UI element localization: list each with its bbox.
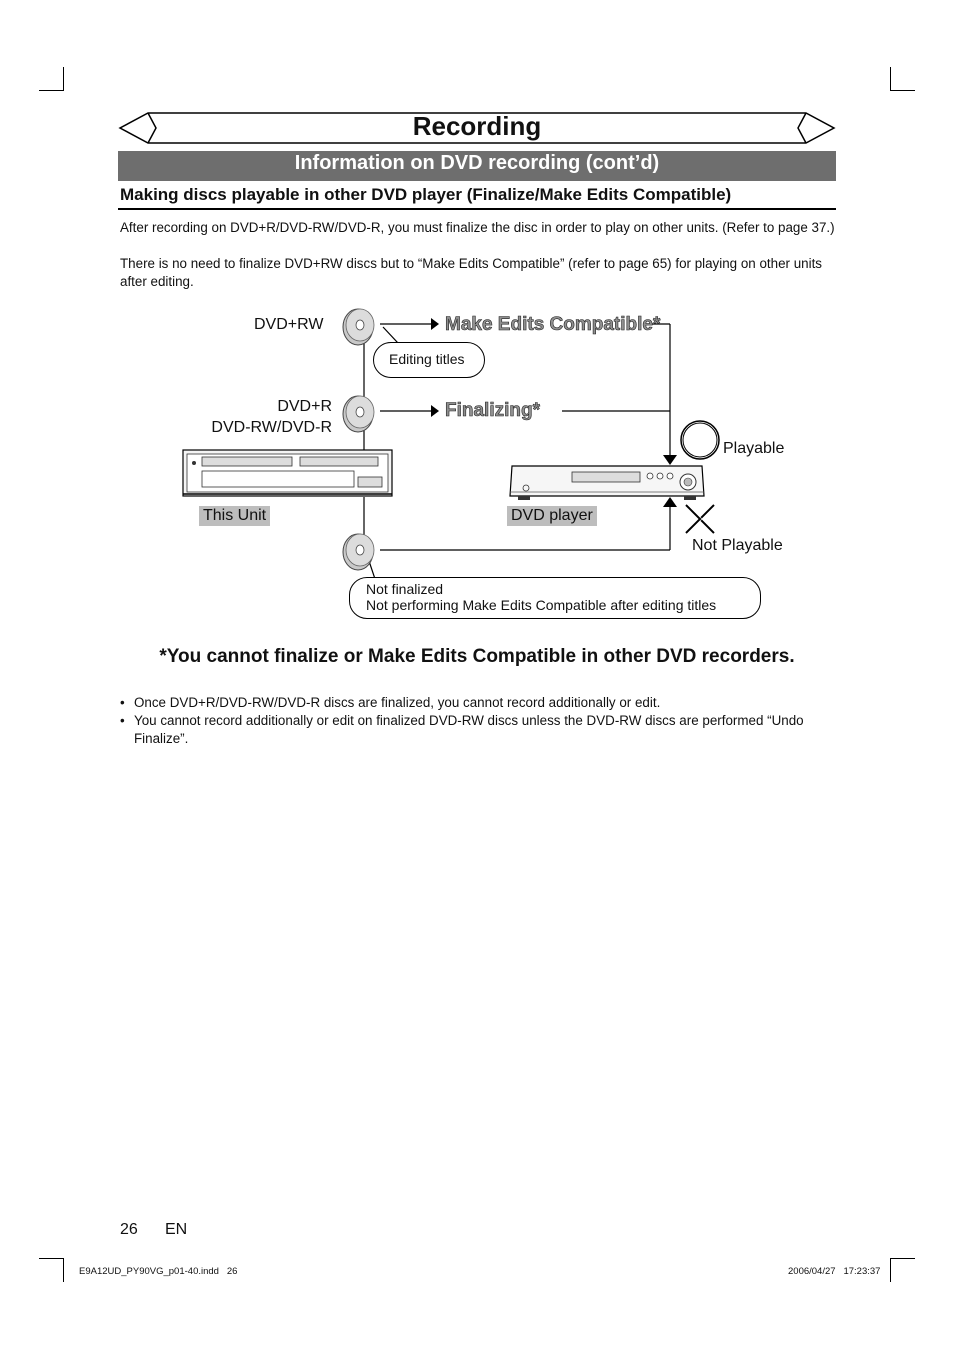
page-title: Recording	[118, 111, 836, 142]
crop-mark-top-left-v	[63, 67, 64, 91]
bullet-dot: •	[120, 712, 125, 730]
section-title: Information on DVD recording (cont’d)	[118, 152, 836, 175]
not-finalized-line-1: Not finalized	[366, 581, 443, 597]
note-heading: *You cannot finalize or Make Edits Compa…	[118, 646, 836, 668]
list-item: • You cannot record additionally or edit…	[118, 712, 836, 748]
intro-paragraph-1: After recording on DVD+R/DVD-RW/DVD-R, y…	[120, 219, 836, 237]
language-code: EN	[165, 1221, 187, 1239]
disc-label-dvd-plus-r: DVD+R	[277, 398, 332, 416]
crop-mark-top-right-h	[891, 90, 915, 91]
disc-icon	[338, 395, 382, 435]
file-name: E9A12UD_PY90VG_p01-40.indd 26	[79, 1266, 237, 1277]
intro-paragraph-2: There is no need to finalize DVD+RW disc…	[120, 255, 836, 291]
dvd-player-illustration	[508, 462, 706, 502]
bullet-text: Once DVD+R/DVD-RW/DVD-R discs are finali…	[134, 695, 660, 710]
dvd-player-label: DVD player	[507, 506, 597, 526]
recorder-device-illustration	[182, 449, 394, 499]
crop-mark-top-right-v	[890, 67, 891, 91]
list-item: • Once DVD+R/DVD-RW/DVD-R discs are fina…	[118, 694, 836, 712]
bullet-text: You cannot record additionally or edit o…	[134, 713, 804, 746]
crop-mark-bottom-right-h	[891, 1258, 915, 1259]
not-finalized-line-2: Not performing Make Edits Compatible aft…	[366, 597, 716, 613]
crop-mark-bottom-left-h	[39, 1258, 63, 1259]
disc-icon	[338, 533, 382, 573]
crop-mark-top-left-h	[39, 90, 63, 91]
subheading: Making discs playable in other DVD playe…	[120, 185, 731, 205]
not-playable-label: Not Playable	[692, 537, 783, 555]
make-edits-compatible-label: Make Edits Compatible*	[445, 314, 660, 336]
playable-label: Playable	[723, 440, 784, 458]
crop-mark-bottom-right-v	[890, 1258, 891, 1282]
editing-titles-text: Editing titles	[389, 351, 464, 367]
disc-label-dvd-rw-dvd-r: DVD-RW/DVD-R	[211, 419, 332, 437]
editing-titles-bubble: Editing titles	[373, 342, 485, 378]
crop-mark-bottom-left-v	[63, 1258, 64, 1282]
timestamp: 2006/04/27 17:23:37	[788, 1266, 880, 1277]
not-finalized-bubble: Not finalized Not performing Make Edits …	[349, 577, 761, 619]
bullet-dot: •	[120, 694, 125, 712]
this-unit-label: This Unit	[199, 506, 270, 526]
disc-label-dvd-plus-rw: DVD+RW	[254, 316, 324, 334]
subheading-rule	[118, 208, 836, 210]
finalizing-label: Finalizing*	[445, 400, 540, 422]
bullet-list: • Once DVD+R/DVD-RW/DVD-R discs are fina…	[118, 694, 836, 748]
page-number: 26	[120, 1221, 138, 1239]
disc-icon	[338, 308, 382, 348]
